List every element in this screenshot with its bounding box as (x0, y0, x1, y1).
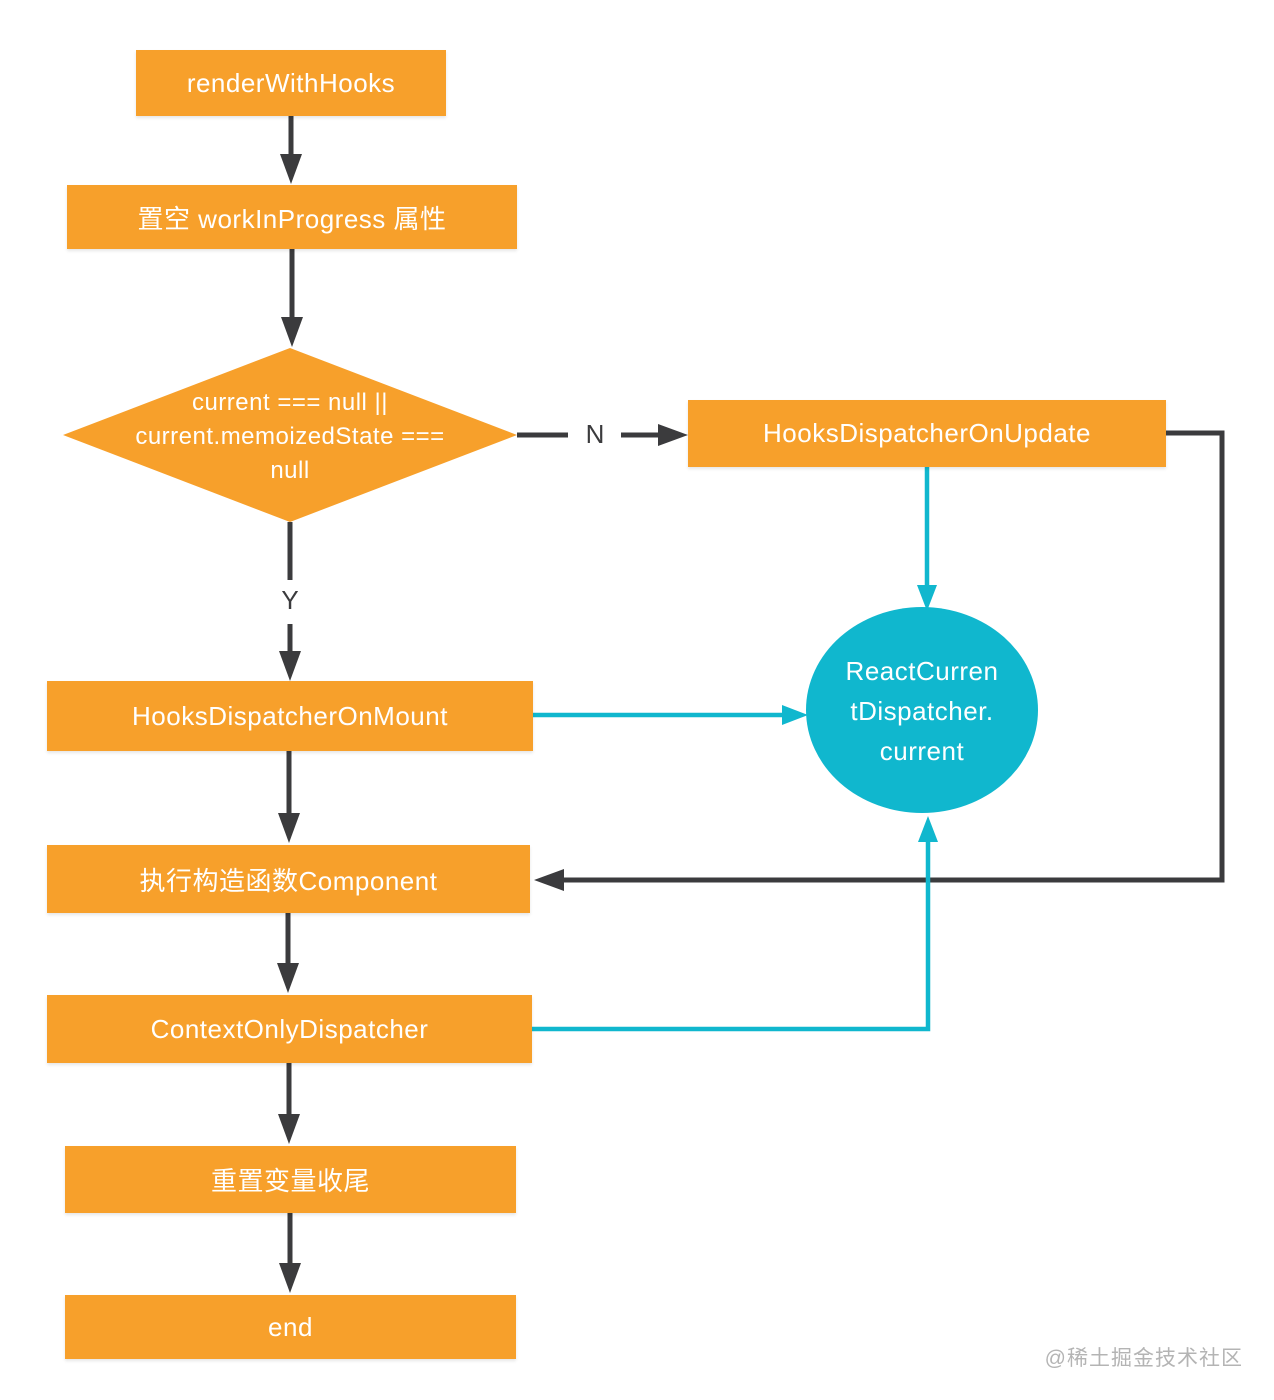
node-render-with-hooks: renderWithHooks (136, 50, 446, 116)
node-clear-work-in-progress: 置空 workInProgress 属性 (67, 185, 517, 249)
edge-label-yes: Y (281, 585, 299, 615)
node-label: 执行构造函数Component (139, 865, 438, 896)
condition-diamond-shape (63, 348, 517, 522)
node-run-component: 执行构造函数Component (47, 845, 530, 913)
node-label: 重置变量收尾 (210, 1166, 370, 1196)
arrowhead-down-icon (281, 317, 303, 347)
node-hooks-dispatcher-on-mount: HooksDispatcherOnMount (47, 681, 533, 751)
node-label: HooksDispatcherOnUpdate (763, 418, 1091, 448)
node-label: 置空 workInProgress 属性 (137, 203, 447, 234)
arrowhead-right-icon (658, 424, 688, 446)
edge-update-to-run-component (560, 430, 1225, 883)
edge-context-to-dispatcher-ref (532, 840, 931, 1032)
watermark-text: @稀土掘金技术社区 (1044, 1347, 1243, 1370)
arrowhead-down-icon (917, 585, 937, 611)
arrowhead-left-icon (534, 869, 564, 891)
node-end: end (65, 1295, 516, 1359)
arrowhead-right-icon (782, 705, 808, 725)
arrowhead-down-icon (278, 813, 300, 843)
node-label: ContextOnlyDispatcher (150, 1013, 429, 1044)
arrowhead-down-icon (279, 1263, 301, 1293)
node-label: renderWithHooks (186, 67, 396, 98)
arrowhead-down-icon (278, 1114, 300, 1144)
edge-label-no: N (585, 419, 605, 449)
node-reset-vars: 重置变量收尾 (65, 1146, 516, 1213)
arrowhead-down-icon (279, 651, 301, 681)
arrowhead-down-icon (280, 154, 302, 184)
arrowhead-up-icon (918, 816, 938, 842)
arrowhead-down-icon (277, 963, 299, 993)
node-context-only-dispatcher: ContextOnlyDispatcher (47, 995, 532, 1063)
node-label: HooksDispatcherOnMount (132, 700, 448, 731)
node-label: end (268, 1311, 313, 1342)
dispatcher-ref-circle-shape (806, 607, 1038, 813)
node-hooks-dispatcher-on-update: HooksDispatcherOnUpdate (688, 400, 1166, 467)
